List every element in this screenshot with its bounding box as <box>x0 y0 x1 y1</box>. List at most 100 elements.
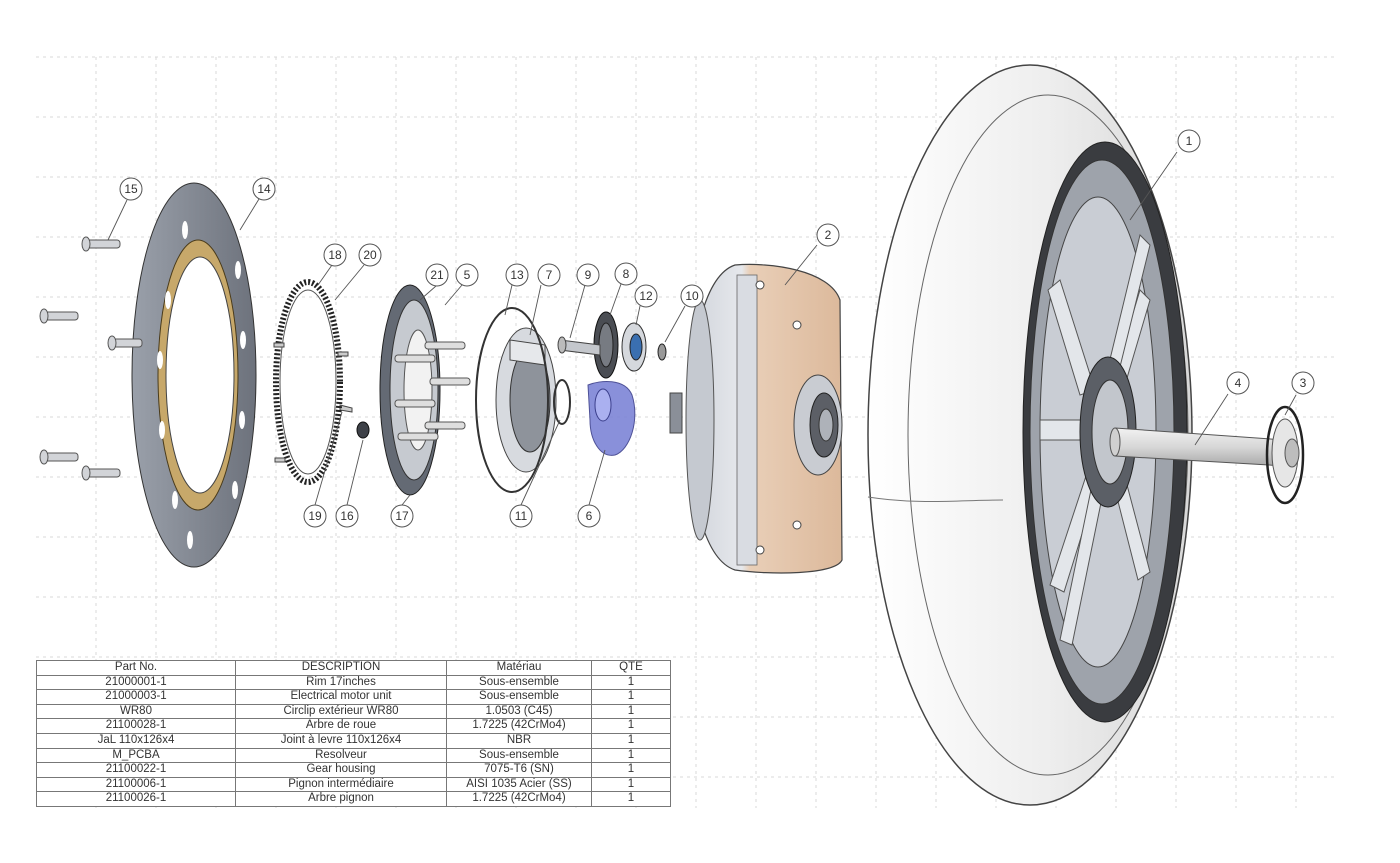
wheel-axle-part <box>1109 418 1300 488</box>
table-row: 21100022-1 Gear housing 7075-T6 (SN) 1 <box>36 762 671 778</box>
bearing-part <box>621 322 647 372</box>
bom-description: Arbre de roue <box>235 718 447 734</box>
bom-description: Joint à levre 110x126x4 <box>235 732 447 749</box>
bom-qty: 1 <box>591 776 671 793</box>
balloon-9: 9 <box>576 263 600 287</box>
bom-description: Arbre pignon <box>235 791 447 807</box>
bom-material: 1.7225 (42CrMo4) <box>446 791 592 807</box>
balloon-18-label: 18 <box>328 248 342 262</box>
resolver-part <box>495 327 557 473</box>
balloon-1-label: 1 <box>1186 134 1193 148</box>
bom-material: Sous-ensemble <box>446 674 592 691</box>
balloon-7: 7 <box>537 263 561 287</box>
balloon-6-label: 6 <box>586 509 593 523</box>
lip-seal-part <box>475 307 549 493</box>
bom-qty: 1 <box>591 718 671 734</box>
balloon-18: 18 <box>323 243 347 267</box>
bom-header-description: DESCRIPTION <box>235 660 447 676</box>
bom-description: Gear housing <box>235 762 447 778</box>
balloon-16: 16 <box>335 504 359 528</box>
bom-material: 1.7225 (42CrMo4) <box>446 718 592 734</box>
bom-qty: 1 <box>591 703 671 720</box>
balloon-16-label: 16 <box>340 509 354 523</box>
balloon-4-label: 4 <box>1235 376 1242 390</box>
bom-description: Electrical motor unit <box>235 689 447 705</box>
bom-part-no: 21100026-1 <box>36 791 236 807</box>
bom-material: Sous-ensemble <box>446 747 592 764</box>
table-row: WR80 Circlip extérieur WR80 1.0503 (C45)… <box>36 703 671 720</box>
bom-part-no: WR80 <box>36 703 236 720</box>
balloon-10-label: 10 <box>685 289 699 303</box>
balloon-19: 19 <box>303 504 327 528</box>
bom-material: 7075-T6 (SN) <box>446 762 592 778</box>
intermediate-pinion-part <box>593 311 619 379</box>
bom-part-no: 21100022-1 <box>36 762 236 778</box>
balloon-15: 15 <box>119 177 143 201</box>
flange-plate-part <box>379 284 441 496</box>
bom-qty: 1 <box>591 747 671 764</box>
bom-description: Rim 17inches <box>235 674 447 691</box>
balloon-2-label: 2 <box>825 228 832 242</box>
balloon-19-label: 19 <box>308 509 322 523</box>
bom-qty: 1 <box>591 732 671 749</box>
balloon-17: 17 <box>390 504 414 528</box>
balloon-21: 21 <box>425 263 449 287</box>
table-row: 21100028-1 Arbre de roue 1.7225 (42CrMo4… <box>36 718 671 734</box>
bom-qty: 1 <box>591 762 671 778</box>
bill-of-materials-table: Part No. DESCRIPTION Matériau QTE 210000… <box>36 660 671 807</box>
balloon-11: 11 <box>509 504 533 528</box>
bom-qty: 1 <box>591 689 671 705</box>
rim-17inches-part <box>867 64 1193 806</box>
bom-part-no: 21000003-1 <box>36 689 236 705</box>
balloon-14: 14 <box>252 177 276 201</box>
pinion-shaft-part <box>557 336 601 356</box>
bom-material: Sous-ensemble <box>446 689 592 705</box>
table-row: 21000001-1 Rim 17inches Sous-ensemble 1 <box>36 674 671 691</box>
balloon-12-label: 12 <box>639 289 653 303</box>
flange-studs <box>394 341 471 441</box>
balloon-2: 2 <box>816 223 840 247</box>
table-row: M_PCBA Resolveur Sous-ensemble 1 <box>36 747 671 764</box>
bom-description: Pignon intermédiaire <box>235 776 447 793</box>
bom-header-row: Part No. DESCRIPTION Matériau QTE <box>36 660 671 676</box>
table-row: 21000003-1 Electrical motor unit Sous-en… <box>36 689 671 705</box>
balloon-21-label: 21 <box>430 268 444 282</box>
bom-material: 1.0503 (C45) <box>446 703 592 720</box>
balloon-8: 8 <box>614 262 638 286</box>
balloon-3-label: 3 <box>1300 376 1307 390</box>
circlip-wr80-part <box>1265 405 1305 505</box>
balloon-15-label: 15 <box>124 182 138 196</box>
balloon-12: 12 <box>634 284 658 308</box>
bom-part-no: JaL 110x126x4 <box>36 732 236 749</box>
bom-part-no: M_PCBA <box>36 747 236 764</box>
table-row: JaL 110x126x4 Joint à levre 110x126x4 NB… <box>36 732 671 749</box>
balloon-17-label: 17 <box>395 509 409 523</box>
balloon-7-label: 7 <box>546 268 553 282</box>
balloon-5-label: 5 <box>464 268 471 282</box>
brake-disc-part <box>131 182 257 568</box>
balloon-4: 4 <box>1226 371 1250 395</box>
bom-part-no: 21100006-1 <box>36 776 236 793</box>
balloon-3: 3 <box>1291 371 1315 395</box>
table-row: 21100006-1 Pignon intermédiaire AISI 103… <box>36 776 671 793</box>
bom-qty: 1 <box>591 791 671 807</box>
electrical-motor-unit-part <box>669 263 843 574</box>
bom-qty: 1 <box>591 674 671 691</box>
bom-header-qty: QTE <box>591 660 671 676</box>
nut-part <box>356 421 370 439</box>
bom-description: Resolveur <box>235 747 447 764</box>
bom-part-no: 21000001-1 <box>36 674 236 691</box>
gear-housing-part <box>587 380 636 456</box>
bom-header-material: Matériau <box>446 660 592 676</box>
disc-bolts <box>39 236 143 481</box>
bom-material: AISI 1035 Acier (SS) <box>446 776 592 793</box>
balloon-10: 10 <box>680 284 704 308</box>
bom-material: NBR <box>446 732 592 749</box>
balloon-11-label: 11 <box>515 509 528 523</box>
balloon-13-label: 13 <box>510 268 524 282</box>
balloon-5: 5 <box>455 263 479 287</box>
washer-part <box>657 343 667 361</box>
table-row: 21100026-1 Arbre pignon 1.7225 (42CrMo4)… <box>36 791 671 807</box>
balloon-20: 20 <box>358 243 382 267</box>
